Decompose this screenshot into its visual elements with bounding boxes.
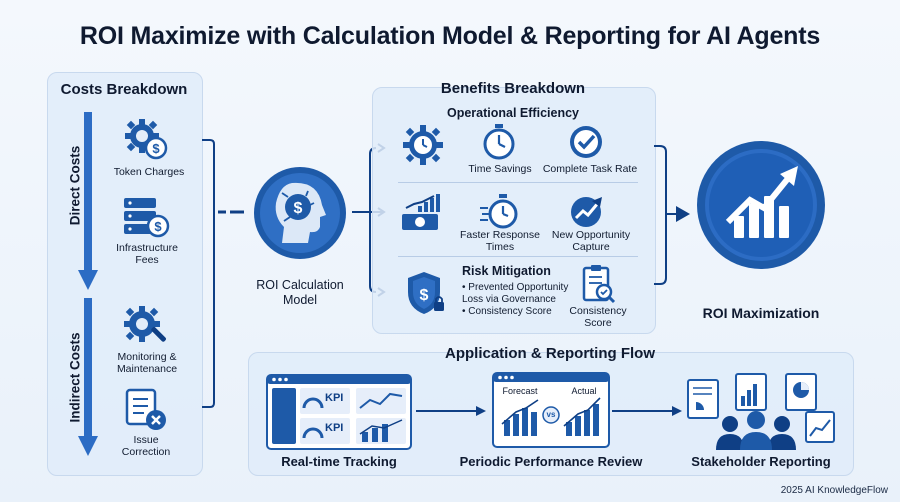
operational-efficiency-heading: Operational Efficiency [447,106,579,120]
shield-dollar-icon: $ [408,272,444,314]
server-dollar-icon: $ [124,198,170,238]
gear-clock-icon [403,125,443,165]
kpi-label-2: KPI [325,422,344,434]
page-title: ROI Maximize with Calculation Model & Re… [79,22,821,50]
clipboard-check-icon [582,265,616,304]
roi-chart-icon [697,141,825,269]
complete-task-rate-label: Complete Task Rate [542,163,638,175]
svg-text:$: $ [294,200,303,217]
svg-text:$: $ [152,141,160,156]
monitoring-maintenance-label: Monitoring & Maintenance [116,351,178,375]
risk-mitigation-heading: Risk Mitigation [462,264,551,278]
money-growth-icon [402,194,440,230]
svg-text:$: $ [154,219,162,234]
indirect-costs-label: Indirect Costs [67,332,83,423]
checklist-x-icon [125,388,166,430]
benefits-divider-2 [398,256,638,257]
periodic-review-label: Periodic Performance Review [459,454,643,469]
ai-head-dollar-icon: $ [254,167,346,259]
costs-heading: Costs Breakdown [60,81,188,98]
check-circle-icon [570,126,602,158]
risk-point-2: • Consistency Score [462,306,552,317]
token-charges-label: Token Charges [113,166,185,178]
roi-maximization-label: ROI Maximization [702,305,820,321]
costs-bracket-connector [202,139,244,408]
reporting-heading: Application & Reporting Flow [445,345,655,362]
risk-point-1: • Prevented Opportunity Loss via Governa… [462,282,569,305]
stakeholders-icon [687,373,835,450]
vs-label: vs [546,410,556,419]
kpi-label-1: KPI [325,392,344,404]
issue-correction-label: Issue Correction [121,434,171,458]
actual-label: Actual [571,386,597,396]
consistency-score-label: Consistency Score [569,305,627,329]
gear-dollar-icon: $ [125,119,168,160]
growth-arrow-icon [571,197,602,227]
indirect-costs-arrow [78,298,98,456]
roi-model-label: ROI Calculation Model [256,278,344,307]
reporting-arrow-2 [612,406,682,416]
benefits-to-roi-connector [654,145,690,285]
direct-costs-label: Direct Costs [67,145,83,226]
benefits-divider-1 [398,182,638,183]
reporting-arrow-1 [416,406,486,416]
dashboard-icon [266,374,412,450]
costs-panel [47,72,203,476]
infrastructure-fees-label: Infrastructure Fees [116,242,178,266]
gear-wrench-icon [124,306,166,342]
fast-stopwatch-icon [480,194,518,229]
time-savings-label: Time Savings [468,163,532,175]
footer-credit: 2025 AI KnowledgeFlow [780,485,888,496]
benefits-heading: Benefits Breakdown [440,80,586,97]
faster-response-label: Faster Response Times [460,229,540,253]
stopwatch-icon [483,124,515,160]
forecast-label: Forecast [502,386,538,396]
svg-text:$: $ [420,287,429,304]
forecast-vs-actual-icon [492,372,610,448]
new-opportunity-label: New Opportunity Capture [551,229,631,253]
real-time-tracking-label: Real-time Tracking [281,454,397,469]
direct-costs-arrow [78,112,98,290]
stakeholder-reporting-label: Stakeholder Reporting [691,454,831,469]
